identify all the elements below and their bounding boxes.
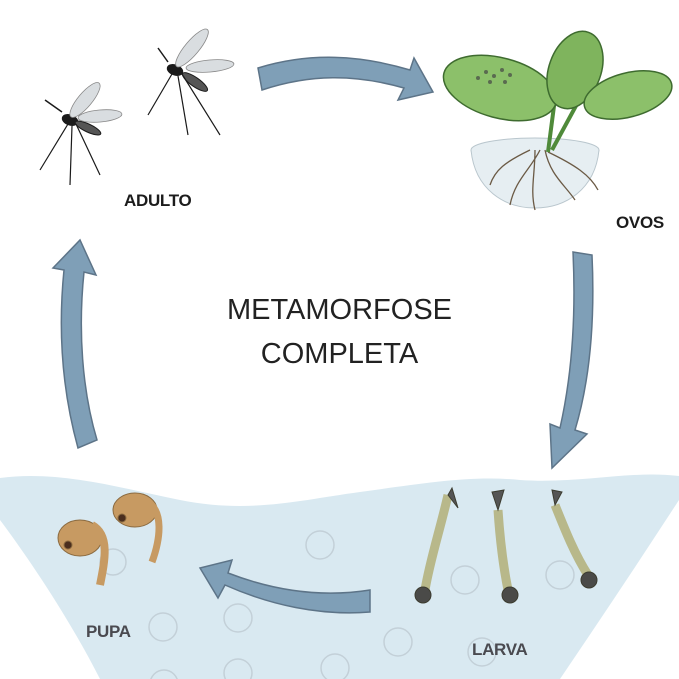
title-line-2: COMPLETA [260,338,419,370]
label-larva: LARVA [472,640,528,659]
eggs [476,68,512,84]
larva-icons [414,486,598,604]
label-adult: ADULTO [124,191,192,210]
label-eggs: OVOS [616,213,664,232]
water-body [0,474,679,679]
adult-mosquito-icon [39,82,123,186]
arrow-larva-to-pupa [198,558,371,614]
label-pupa: PUPA [86,622,131,641]
plant-with-eggs-icon [442,30,673,211]
pupa-icons [57,492,163,586]
title-line-1: METAMORFOSE [226,294,453,326]
arrow-adult-to-eggs [257,56,435,102]
arrow-eggs-to-larva [549,251,594,470]
cycle-arrows [51,56,594,614]
arrow-pupa-to-adult [51,238,98,450]
adult-mosquito-icon-2 [147,28,235,136]
diagram-title: METAMORFOSE COMPLETA [0,288,679,376]
bubbles [99,530,575,679]
